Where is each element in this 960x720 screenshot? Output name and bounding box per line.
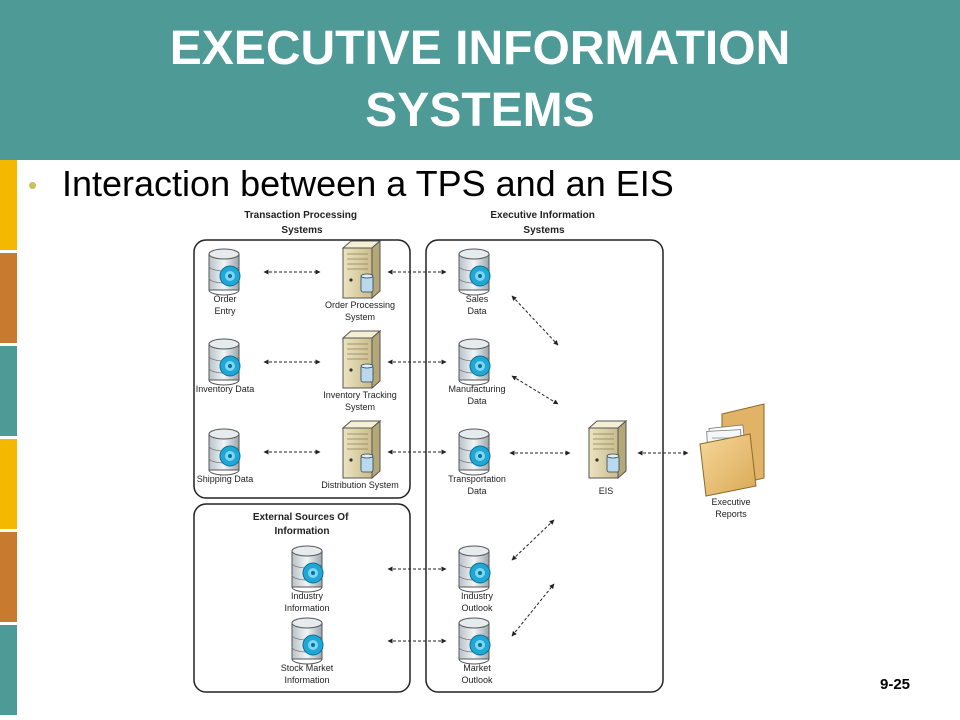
flow-arrow xyxy=(511,583,555,637)
transportation-data-db-icon xyxy=(458,428,491,476)
accent-sidebar xyxy=(0,160,17,720)
industry-outlook-db-icon xyxy=(458,545,491,593)
inventory-data-db-icon xyxy=(208,338,241,386)
market-outlook-db-icon xyxy=(458,617,491,665)
node-label: Inventory Data xyxy=(196,384,255,394)
eis-title: Executive Information Systems xyxy=(490,210,597,236)
folder-reports-icon xyxy=(699,403,765,497)
distribution-server-icon xyxy=(341,419,382,480)
sales-data-db-icon xyxy=(458,248,491,296)
external-sources-title: External Sources Of Information xyxy=(253,512,351,537)
page-number: 9-25 xyxy=(880,676,911,693)
flow-arrow xyxy=(511,375,559,405)
order-processing-server-icon xyxy=(341,239,382,300)
bullet-marker: • xyxy=(28,170,38,200)
eis-frame xyxy=(425,239,664,693)
external-sources-frame xyxy=(193,503,411,693)
manufacturing-data-db-icon xyxy=(458,338,491,386)
shipping-data-db-icon xyxy=(208,428,241,476)
flow-arrow xyxy=(511,295,559,346)
flow-arrow xyxy=(511,519,555,561)
industry-information-db-icon xyxy=(291,545,324,593)
inventory-tracking-server-icon xyxy=(341,329,382,390)
node-label: Distribution System xyxy=(321,480,399,490)
sidebar-block xyxy=(0,160,17,253)
sidebar-block xyxy=(0,346,17,439)
sidebar-block xyxy=(0,532,17,625)
sidebar-block xyxy=(0,625,17,718)
eis-server-icon xyxy=(587,419,628,480)
bullet-text: Interaction between a TPS and an EIS xyxy=(62,163,674,204)
stock-market-db-icon xyxy=(291,617,324,665)
order-entry-db-icon xyxy=(208,248,241,296)
title-bar: EXECUTIVE INFORMATION SYSTEMS xyxy=(0,0,960,160)
tps-frame xyxy=(193,239,411,499)
sidebar-block xyxy=(0,253,17,346)
sidebar-block xyxy=(0,439,17,532)
node-label: Shipping Data xyxy=(197,474,254,484)
node-label: EIS xyxy=(599,486,614,496)
tps-title: Transaction Processing Systems xyxy=(244,210,360,236)
slide-title: EXECUTIVE INFORMATION SYSTEMS xyxy=(169,22,791,137)
